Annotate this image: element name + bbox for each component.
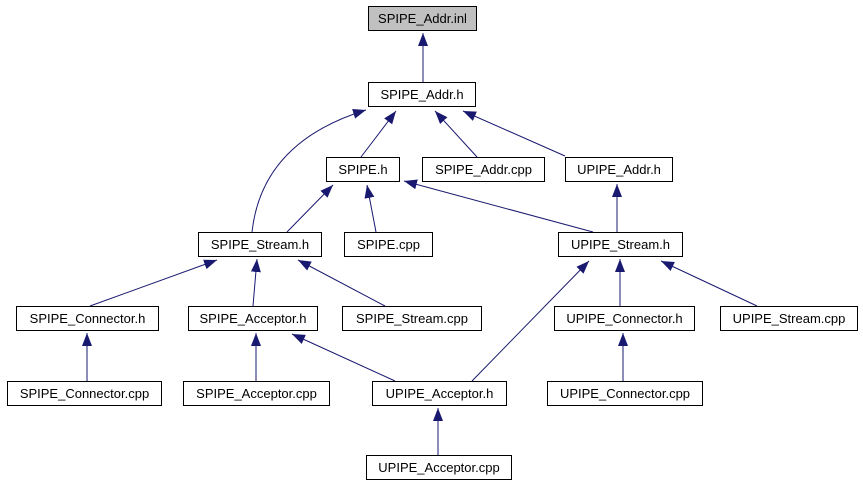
edge-spipe-stream-cpp-to-spipe-stream-h xyxy=(297,259,386,307)
graph-node-upipe-acceptor-h[interactable]: UPIPE_Acceptor.h xyxy=(372,381,507,406)
edge-spipe-acceptor-h-to-spipe-stream-h xyxy=(250,258,261,307)
graph-node-upipe-acceptor-cpp[interactable]: UPIPE_Acceptor.cpp xyxy=(366,455,512,480)
edge-spipe-stream-h-to-spipe-h xyxy=(286,184,334,233)
graph-node-spipe-stream-cpp[interactable]: SPIPE_Stream.cpp xyxy=(342,306,482,331)
edge-spipe-stream-h-to-spipe-addr-h xyxy=(251,109,367,233)
graph-node-upipe-stream-cpp[interactable]: UPIPE_Stream.cpp xyxy=(720,306,858,331)
graph-node-spipe-addr-h[interactable]: SPIPE_Addr.h xyxy=(368,82,476,107)
graph-node-spipe-acceptor-cpp[interactable]: SPIPE_Acceptor.cpp xyxy=(183,381,330,406)
edge-upipe-stream-cpp-to-upipe-stream-h xyxy=(660,260,758,307)
graph-node-spipe-addr-inl: SPIPE_Addr.inl xyxy=(368,6,477,31)
graph-node-upipe-connector-h[interactable]: UPIPE_Connector.h xyxy=(554,306,695,331)
graph-node-upipe-connector-cpp[interactable]: UPIPE_Connector.cpp xyxy=(547,381,703,406)
graph-node-spipe-h[interactable]: SPIPE.h xyxy=(326,157,400,182)
edge-upipe-stream-h-to-spipe-h xyxy=(403,179,594,233)
edge-upipe-acceptor-h-to-upipe-stream-h xyxy=(471,260,590,382)
edge-upipe-acceptor-h-to-spipe-acceptor-h xyxy=(291,333,396,382)
graph-node-spipe-connector-cpp[interactable]: SPIPE_Connector.cpp xyxy=(7,381,162,406)
edge-spipe-h-to-spipe-addr-h xyxy=(360,110,397,158)
graph-node-spipe-connector-h[interactable]: SPIPE_Connector.h xyxy=(16,306,159,331)
graph-node-upipe-addr-h[interactable]: UPIPE_Addr.h xyxy=(565,157,673,182)
edge-upipe-addr-h-to-spipe-addr-h xyxy=(462,110,566,157)
graph-node-spipe-addr-cpp[interactable]: SPIPE_Addr.cpp xyxy=(422,157,545,182)
graph-node-spipe-acceptor-h[interactable]: SPIPE_Acceptor.h xyxy=(188,306,318,331)
edge-spipe-connector-h-to-spipe-stream-h xyxy=(89,259,218,307)
graph-node-spipe-stream-h[interactable]: SPIPE_Stream.h xyxy=(198,232,322,257)
graph-node-spipe-cpp[interactable]: SPIPE.cpp xyxy=(344,232,433,257)
graph-node-upipe-stream-h[interactable]: UPIPE_Stream.h xyxy=(558,232,683,257)
edge-spipe-addr-cpp-to-spipe-addr-h xyxy=(434,110,478,158)
edge-spipe-cpp-to-spipe-h xyxy=(364,184,377,233)
